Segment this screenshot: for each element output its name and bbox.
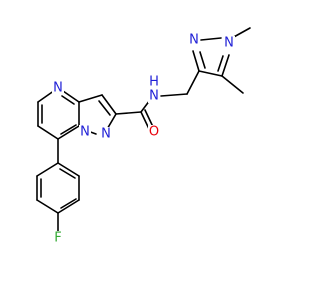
bond [36, 199, 59, 214]
atom-n-pyrazole: N [101, 127, 111, 142]
bond [221, 54, 230, 77]
bond [186, 70, 200, 95]
bond [198, 70, 223, 77]
atom-n-amide: N [149, 89, 159, 104]
pyrimidine-ring [37, 87, 80, 140]
bond [78, 94, 103, 103]
bond [160, 93, 188, 97]
bond [200, 37, 222, 41]
bond [57, 199, 80, 214]
atom-o-carbonyl: O [149, 125, 159, 140]
atom-fluorine: F [54, 231, 61, 246]
bond [115, 111, 142, 115]
bond-double-inner [61, 95, 75, 105]
structure-canvas: N N N O N H N N F [36, 27, 251, 246]
atom-labels: N N N O N H N N F [52, 33, 235, 246]
bond-methyl [221, 75, 244, 94]
chemical-structure-drawing: N N N O N H N N F [36, 27, 251, 246]
bond [192, 50, 200, 72]
bond [62, 90, 80, 103]
bond [101, 94, 117, 115]
bond [37, 125, 59, 140]
bond-double-inner [60, 198, 77, 209]
bond-double-inner [59, 168, 76, 179]
atom-n-methylated: N [224, 36, 234, 51]
atom-n-bridgehead: N [80, 125, 90, 140]
bond-double-inner [199, 51, 206, 69]
bond-double-inner [60, 124, 77, 135]
bond [36, 162, 59, 177]
bond-double-inner [98, 100, 111, 116]
bond-double-inner [217, 55, 224, 72]
bond [57, 162, 80, 177]
atom-n-pyrimidine: N [53, 81, 63, 96]
fluorophenyl-ring [36, 138, 80, 233]
bond [57, 125, 80, 140]
atom-h-amide: H [149, 75, 159, 90]
atom-n-pyrazole-top: N [189, 33, 199, 48]
